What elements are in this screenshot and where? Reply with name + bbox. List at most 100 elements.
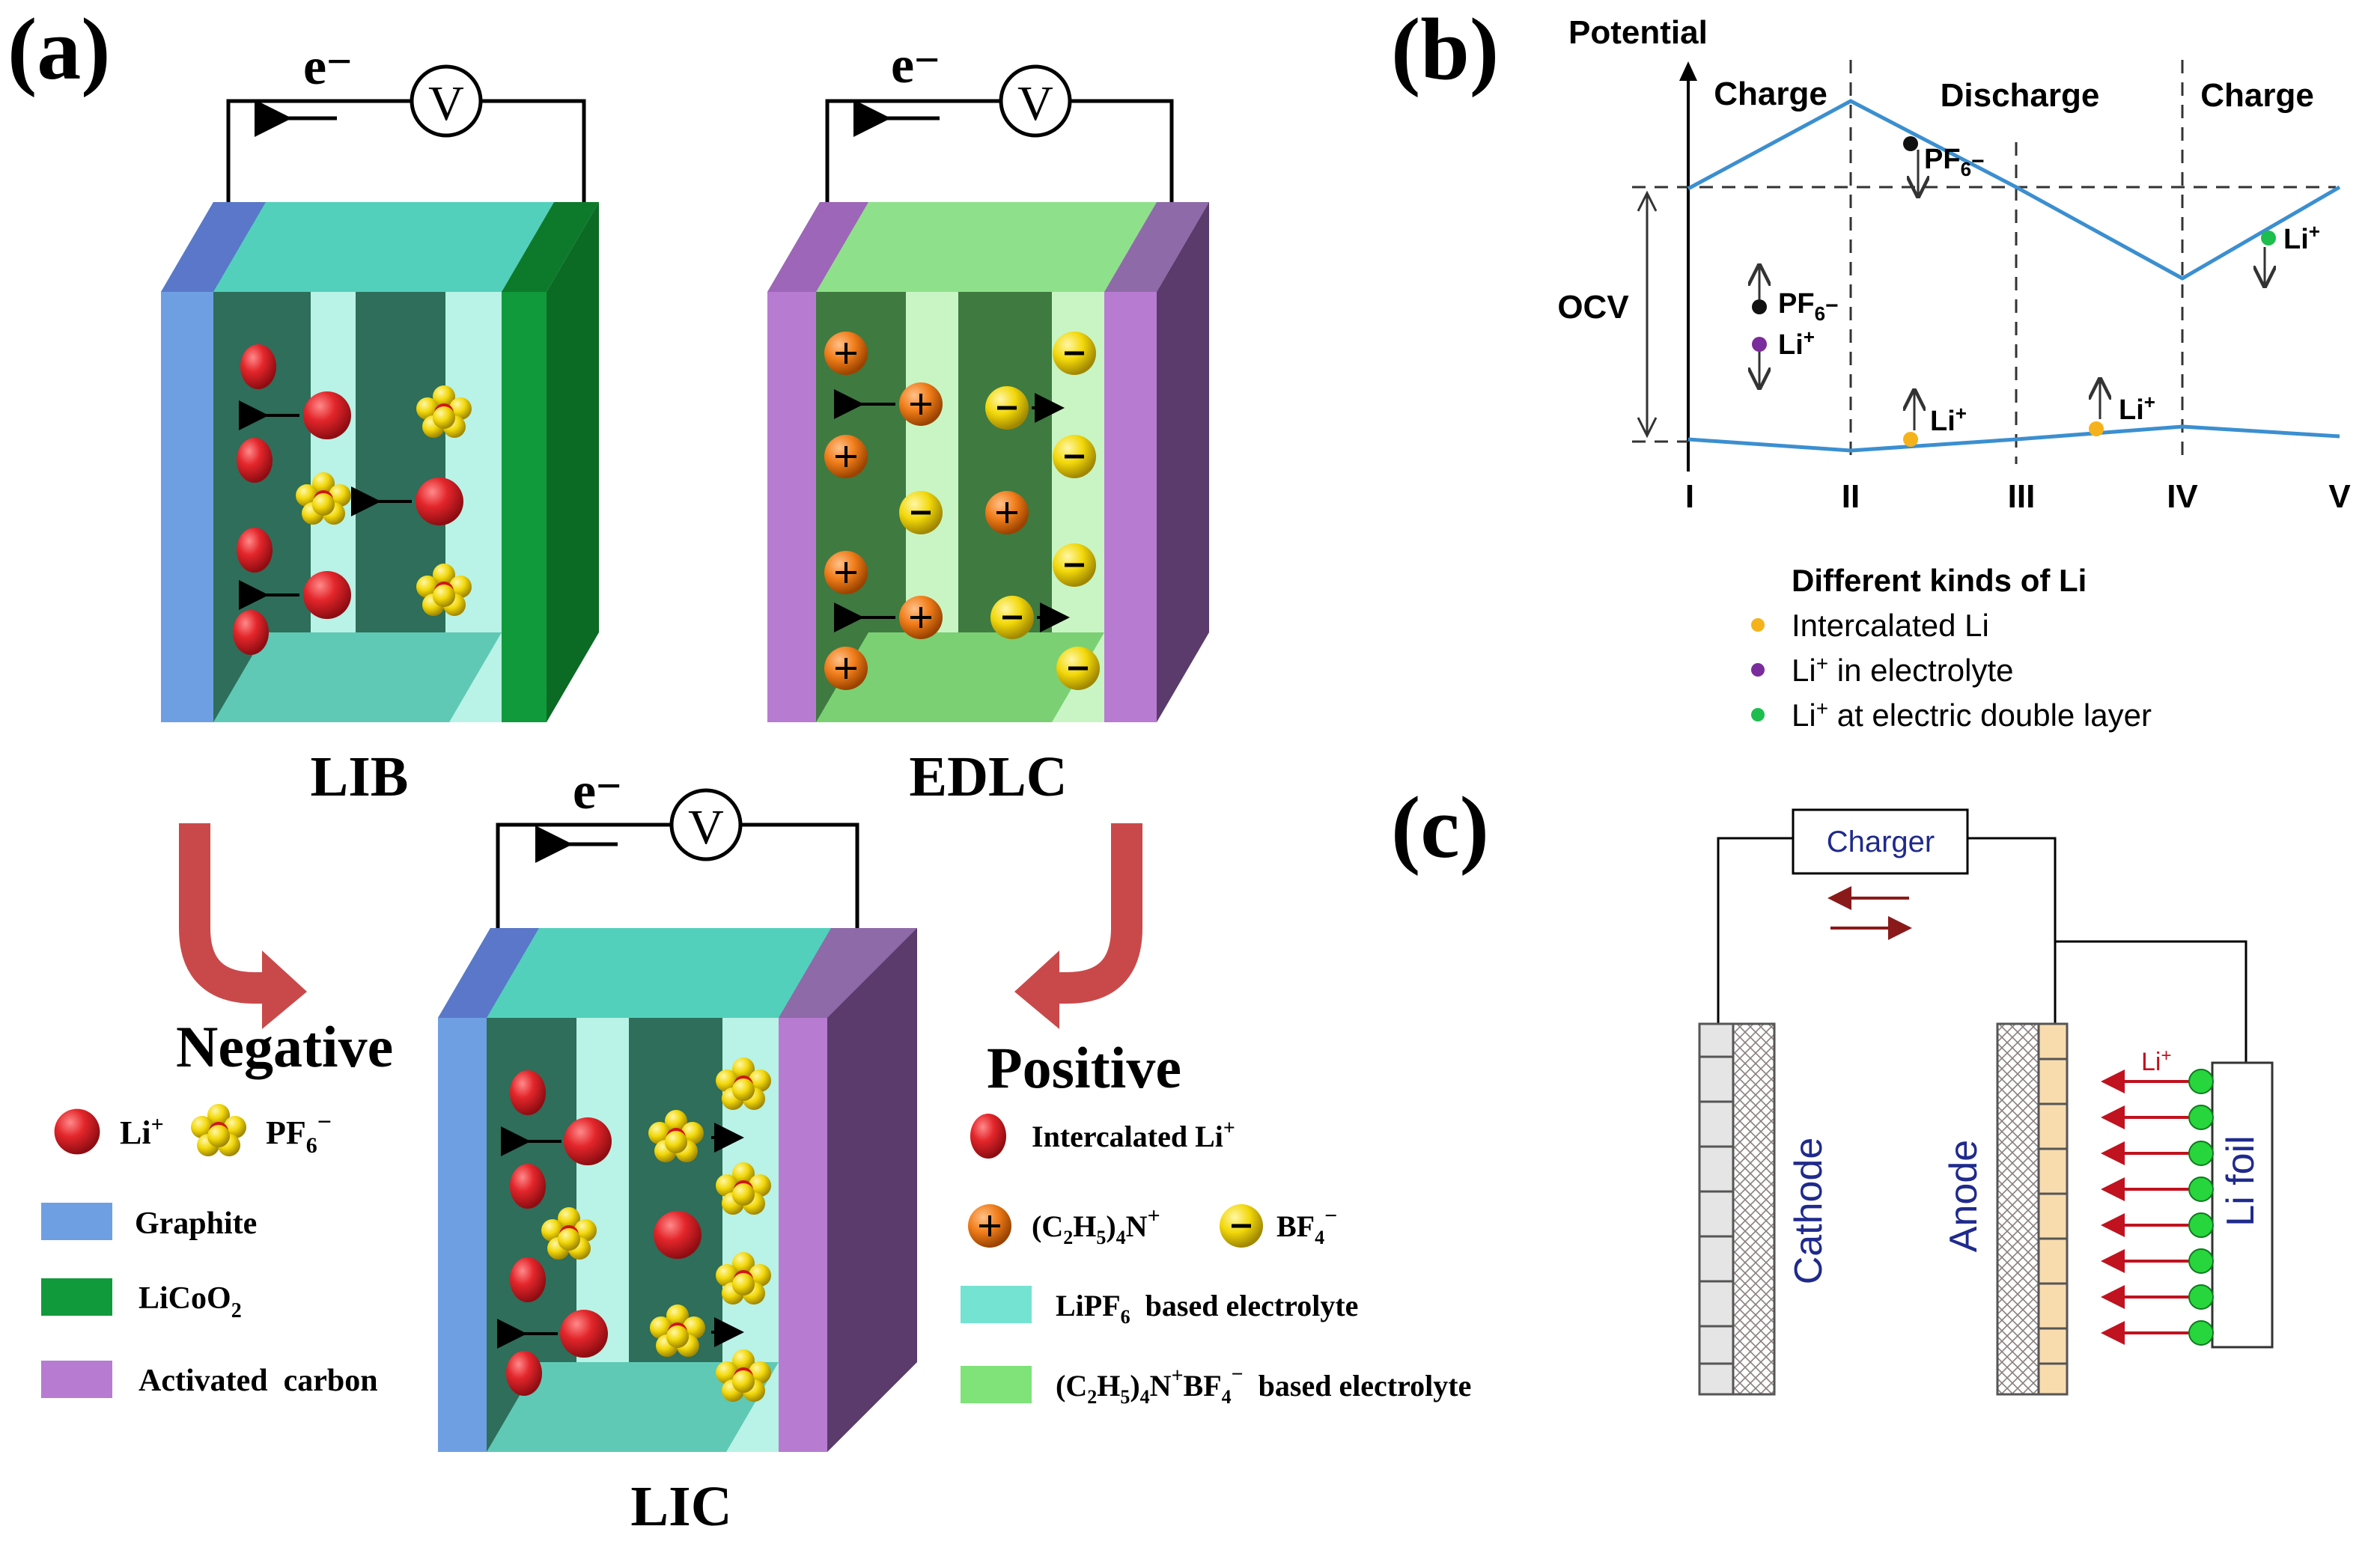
lib-licoo2-electrode: [502, 292, 547, 722]
legend-tea-electrolyte: (C2H5)4N+BF4− based electrolyte: [1056, 1363, 1471, 1408]
phase-charge-2: Charge: [2200, 77, 2314, 114]
lic-activated-carbon-electrode: [779, 1018, 827, 1452]
annotation-pf6-mid: PF6−: [1752, 266, 1839, 325]
legend-left: Li+ PF6− Graphite LiCoO2 Activated carbo…: [41, 1104, 378, 1398]
edlc-electron-label: e−: [891, 35, 940, 94]
li-kinds-legend: Different kinds of Li Intercalated Li Li…: [1751, 563, 2152, 733]
lic-title: LIC: [630, 1475, 731, 1538]
charger-wire-right: [1967, 837, 2247, 1063]
lipf6-electrolyte-swatch: [961, 1286, 1032, 1323]
legend-intercalated-li-b: Intercalated Li: [1792, 608, 1989, 643]
lib-title: LIB: [311, 745, 409, 808]
x-tick-label: V: [2328, 478, 2351, 515]
li-ion-icon: [54, 1108, 100, 1155]
electrolyte-li-dot: [1751, 663, 1765, 677]
legend-li-double-layer: Li+ at electric double layer: [1792, 697, 2152, 733]
edlc-activated-carbon-right: [1104, 292, 1157, 722]
phase-discharge: Discharge: [1941, 77, 2100, 114]
negative-flow-arrow: [179, 823, 307, 1029]
li-foil-label: Li foil: [2219, 1135, 2262, 1226]
panel-a-label: (a): [7, 0, 111, 98]
lib-cell: V e−: [161, 37, 599, 808]
charger-box: [1792, 808, 1969, 875]
bf4-icon: [1220, 1204, 1263, 1248]
x-tick-label: I: [1685, 478, 1694, 515]
x-tick-labels: I II III IV V: [1685, 478, 2351, 515]
x-tick-label: III: [2008, 478, 2036, 515]
positive-flow-arrow: [1014, 823, 1142, 1029]
activated-carbon-swatch: [41, 1361, 112, 1398]
negative-label: Negative: [176, 1014, 393, 1079]
positive-electrode-line: [1687, 99, 2341, 281]
legend-li-ion: Li+: [120, 1112, 164, 1151]
annotation-li-mid: Li+: [1752, 326, 1815, 388]
lic-graphite-electrode: [438, 1018, 487, 1452]
svg-text:Li+: Li+: [1778, 326, 1815, 361]
positive-label: Positive: [987, 1035, 1181, 1100]
anode-label: Anode: [1942, 1140, 1985, 1252]
svg-text:Li+: Li+: [2119, 391, 2155, 426]
panel-c: (c) Charger Cathode: [1391, 778, 2274, 1396]
legend-li-in-electrolyte: Li+ in electrolyte: [1792, 652, 2014, 688]
li-ion-label-c: Li+: [2141, 1046, 2171, 1076]
cation-icon: [967, 1203, 1013, 1249]
intercalated-li-icon: [970, 1114, 1006, 1159]
lic-electron-label: e−: [573, 761, 621, 820]
annotation-li-right: Li+: [2261, 220, 2320, 286]
edlc-activated-carbon-left: [767, 292, 816, 722]
lic-external-circuit: V e−: [496, 761, 859, 965]
legend-pf6: PF6−: [266, 1108, 332, 1158]
legend-graphite: Graphite: [135, 1206, 257, 1241]
dashed-guides: [1632, 60, 2336, 464]
li-ion-flow: [2101, 1069, 2214, 1346]
annotation-pf6-top: PF6−: [1903, 136, 1985, 196]
charger-label: Charger: [1827, 826, 1935, 858]
x-tick-label: IV: [2167, 478, 2198, 515]
svg-text:Li+: Li+: [2283, 220, 2320, 255]
intercalated-li-dot: [1751, 618, 1765, 632]
edlc-title: EDLC: [909, 745, 1067, 808]
annotation-li-low-1: Li+: [1903, 391, 1967, 447]
annotation-li-low-2: Li+: [2089, 379, 2155, 436]
cathode-label: Cathode: [1787, 1138, 1830, 1285]
edlc-cell: V e−: [767, 35, 1209, 808]
lib-voltmeter-label: V: [428, 76, 464, 131]
cathode-electrode: Cathode: [1698, 1022, 1830, 1396]
svg-text:PF6−: PF6−: [1924, 144, 1985, 180]
lic-cell: V e−: [438, 761, 917, 1538]
potential-axis-title: Potential: [1568, 14, 1708, 51]
legend-bf4: BF4−: [1276, 1203, 1337, 1248]
legend-right: Intercalated Li+ (C2H5)4N+ BF4− LiPF6 ba…: [961, 1114, 1471, 1408]
legend-lipf6-electrolyte: LiPF6 based electrolyte: [1056, 1289, 1358, 1328]
legend-licoo2: LiCoO2: [139, 1281, 242, 1322]
charger-wire-left: [1717, 837, 1793, 1024]
negative-electrode-line: [1687, 424, 2340, 453]
phase-charge-1: Charge: [1714, 76, 1827, 112]
edlc-voltmeter-label: V: [1017, 76, 1053, 131]
panel-c-label: (c): [1391, 778, 1489, 876]
legend-cation: (C2H5)4N+: [1032, 1203, 1160, 1248]
graphite-swatch: [41, 1203, 112, 1240]
lib-external-circuit: V e−: [226, 37, 586, 243]
licoo2-swatch: [41, 1278, 112, 1316]
li-foil: Li foil: [2211, 1061, 2274, 1349]
ocv-label: OCV: [1557, 289, 1629, 326]
double-layer-li-dot: [1751, 708, 1765, 721]
edlc-external-circuit: V e−: [825, 35, 1174, 239]
panel-a: (a) V e−: [7, 0, 1471, 1538]
lib-graphite-electrode: [161, 292, 213, 722]
panel-b-label: (b): [1391, 0, 1499, 98]
tea-electrolyte-swatch: [961, 1366, 1032, 1403]
pf6-ion-icon: [191, 1104, 246, 1156]
svg-text:Li+: Li+: [1930, 402, 1967, 437]
panel-b: (b) Potential OCV Charge Discharge Charg…: [1391, 0, 2351, 733]
ocv-bracket: OCV: [1557, 190, 1658, 439]
li-kinds-legend-title: Different kinds of Li: [1792, 563, 2087, 598]
svg-text:PF6−: PF6−: [1778, 288, 1839, 325]
lic-voltmeter-label: V: [688, 800, 724, 855]
legend-activated-carbon: Activated carbon: [139, 1364, 378, 1398]
x-tick-label: II: [1842, 478, 1860, 515]
lib-electron-label: e−: [303, 37, 352, 96]
legend-intercalated-li: Intercalated Li+: [1032, 1117, 1235, 1153]
anode-electrode: Anode: [1942, 1022, 2069, 1396]
